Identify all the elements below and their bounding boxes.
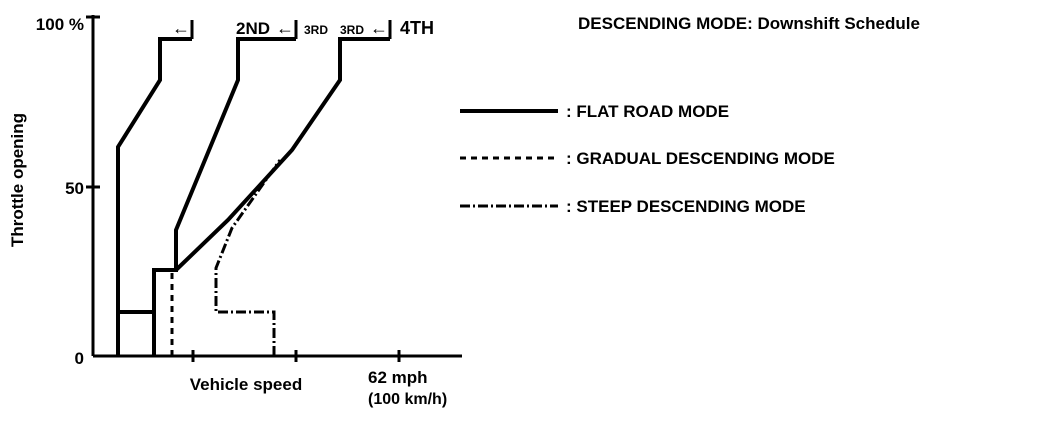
legend-label-flat: : FLAT ROAD MODE <box>566 102 729 121</box>
x-axis-label: Vehicle speed <box>190 375 302 394</box>
shift-line-steep <box>214 159 282 356</box>
arrow-left-2-icon: ← <box>276 18 294 38</box>
shift-line-3-2-flat <box>152 37 296 356</box>
shift-line-2-1-flat <box>116 37 192 356</box>
y-tick-label-0: 0 <box>75 349 84 368</box>
x-marker-sub: (100 km/h) <box>368 391 447 408</box>
y-axis-label: Throttle opening <box>8 113 27 247</box>
gear-label-3rd-a: 3RD <box>304 23 328 37</box>
legend-label-gradual: : GRADUAL DESCENDING MODE <box>566 149 835 168</box>
gear-label-2nd: 2ND <box>236 19 270 38</box>
legend-label-steep: : STEEP DESCENDING MODE <box>566 197 806 216</box>
shift-line-4-3-flat <box>174 37 390 272</box>
diagram-title: DESCENDING MODE: Downshift Schedule <box>578 14 920 33</box>
gear-label-3rd-b: 3RD <box>340 23 364 37</box>
arrow-left-3-icon: ← <box>370 18 388 38</box>
y-tick-label-100: 100 % <box>36 15 84 34</box>
arrow-left-1-icon: ← <box>172 18 190 38</box>
y-tick-label-50: 50 <box>65 179 84 198</box>
gear-label-4th: 4TH <box>400 18 434 38</box>
x-marker-value: 62 mph <box>368 368 428 387</box>
legend: : FLAT ROAD MODE : GRADUAL DESCENDING MO… <box>460 102 835 216</box>
